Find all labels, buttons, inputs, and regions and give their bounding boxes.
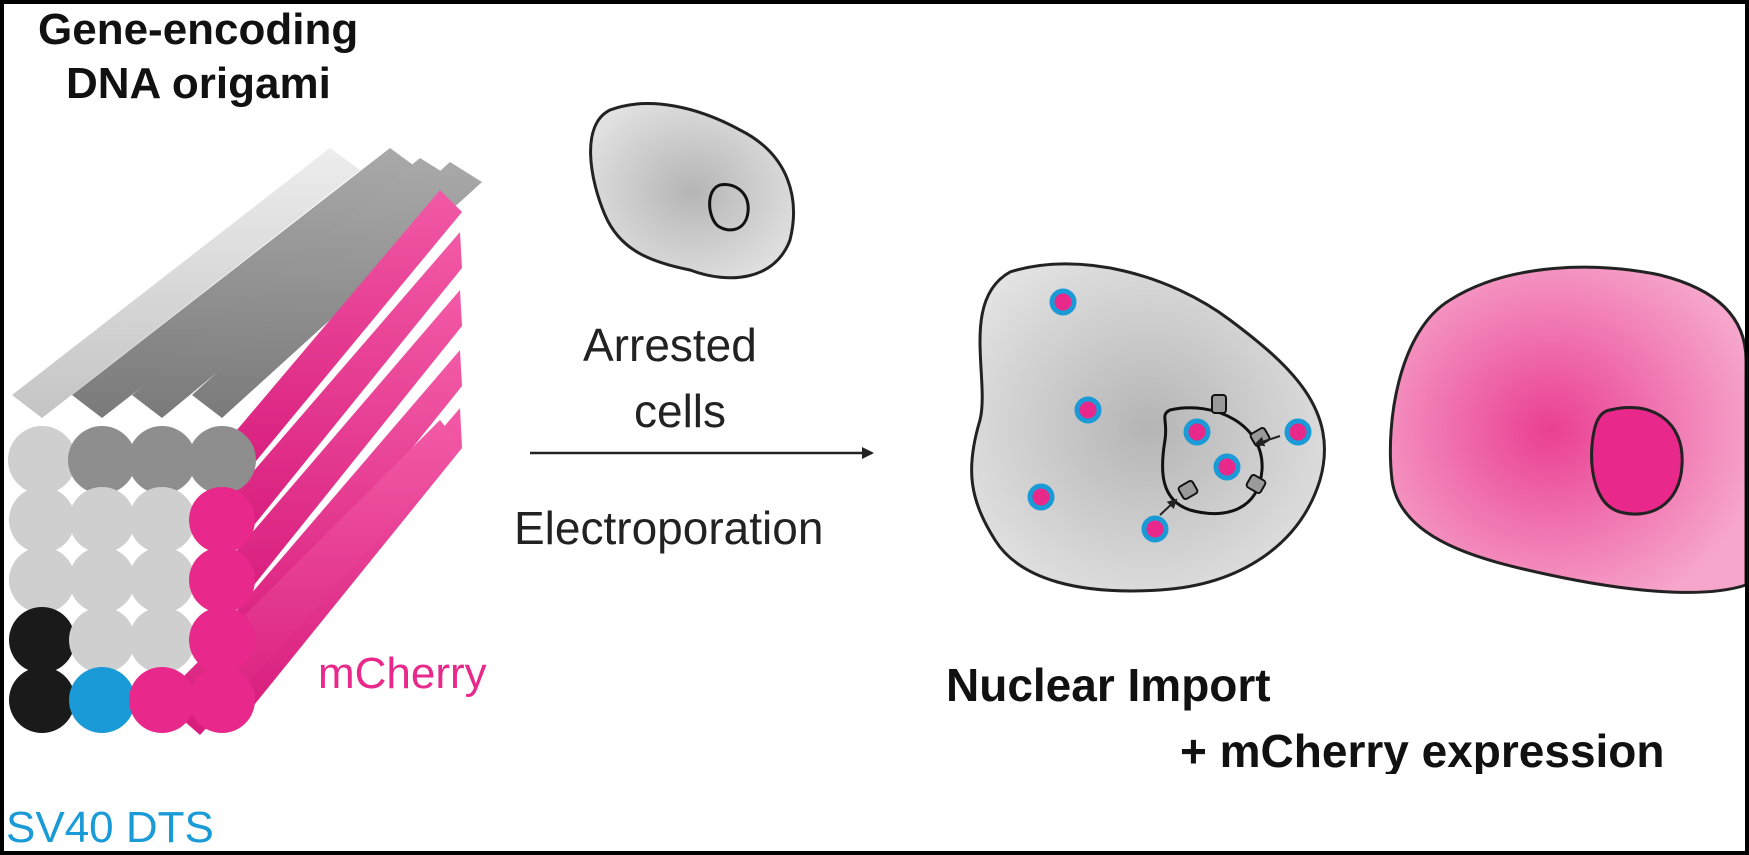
import-arrow bbox=[1159, 498, 1178, 516]
nucleus bbox=[1161, 406, 1264, 516]
import-arrow bbox=[1254, 435, 1281, 447]
title-line-2: DNA origami bbox=[66, 59, 331, 108]
sv40-dts-label: SV40 DTS bbox=[6, 803, 214, 852]
nucleus bbox=[1590, 405, 1684, 516]
expressing-cell bbox=[1388, 265, 1748, 594]
nuclear-import-label: Nuclear Import bbox=[946, 659, 1271, 711]
arrested-label-line-1: Arrested bbox=[583, 319, 757, 371]
nucleus bbox=[708, 183, 750, 232]
nanostructure-dot-icon bbox=[1027, 288, 1312, 543]
mcherry-label: mCherry bbox=[318, 649, 487, 698]
arrested-label-line-2: cells bbox=[634, 385, 727, 437]
nuclear-pore-icon bbox=[1177, 394, 1271, 500]
dna-origami-bundle bbox=[8, 148, 482, 735]
arrested-cell bbox=[589, 102, 795, 280]
top-row-tubes bbox=[12, 148, 482, 418]
transfected-cell bbox=[970, 262, 1326, 593]
title-line-1: Gene-encoding bbox=[38, 5, 359, 54]
tube-front-faces bbox=[8, 426, 256, 733]
expression-label: + mCherry expression bbox=[1180, 728, 1665, 774]
electroporation-label: Electroporation bbox=[514, 502, 824, 554]
